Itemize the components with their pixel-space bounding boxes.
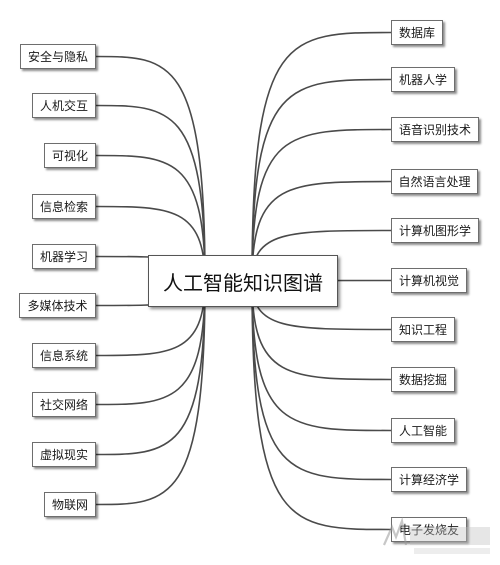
left-node: 虚拟现实 <box>32 442 96 467</box>
right-node: 人工智能 <box>391 418 455 443</box>
left-connector-0 <box>95 55 206 282</box>
right-connector-10 <box>251 280 392 531</box>
left-node: 可视化 <box>44 143 96 168</box>
right-connector-2 <box>251 128 392 282</box>
left-connector-1 <box>95 104 206 282</box>
right-connector-7 <box>251 280 392 381</box>
right-connector-1 <box>251 78 392 282</box>
left-node: 信息系统 <box>32 343 96 368</box>
right-node: 计算经济学 <box>391 467 467 492</box>
left-node: 安全与隐私 <box>20 44 96 69</box>
left-connector-2 <box>95 154 206 282</box>
left-node: 信息检索 <box>32 194 96 219</box>
left-node: 多媒体技术 <box>19 293 96 318</box>
left-node: 人机交互 <box>32 93 96 118</box>
right-node: 计算机视觉 <box>391 268 467 293</box>
right-node: 数据库 <box>391 20 443 45</box>
right-connector-3 <box>251 180 392 282</box>
right-connector-0 <box>251 31 392 282</box>
watermark-logo <box>382 516 490 554</box>
left-node: 物联网 <box>44 492 96 517</box>
right-node: 知识工程 <box>391 317 455 342</box>
right-node: 语音识别技术 <box>391 117 479 142</box>
right-connector-9 <box>251 280 392 481</box>
left-connector-9 <box>95 280 206 506</box>
right-node: 数据挖掘 <box>391 367 455 392</box>
left-connector-7 <box>95 280 206 406</box>
left-node: 社交网络 <box>32 392 96 417</box>
right-connector-8 <box>251 280 392 432</box>
right-node: 自然语言处理 <box>391 169 478 194</box>
left-connector-8 <box>95 280 206 456</box>
central-topic: 人工智能知识图谱 <box>148 255 338 307</box>
left-node: 机器学习 <box>32 244 96 269</box>
right-node: 机器人学 <box>391 67 455 92</box>
right-node: 计算机图形学 <box>391 218 479 243</box>
